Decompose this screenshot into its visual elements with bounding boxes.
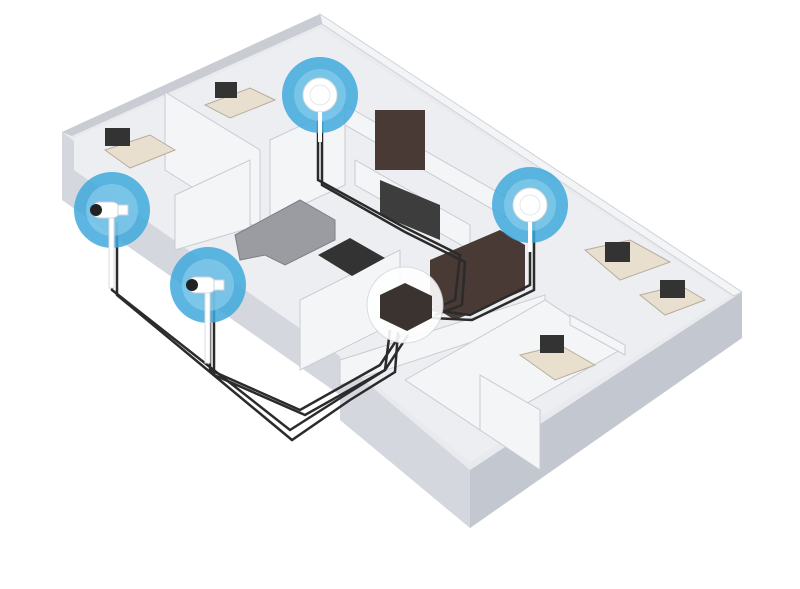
network-switch xyxy=(366,266,444,344)
access-point-device xyxy=(282,57,358,142)
camera-device xyxy=(170,247,246,364)
devices xyxy=(74,57,568,364)
sofa xyxy=(234,199,336,266)
network-cable xyxy=(431,218,536,322)
outer-wall-back-left xyxy=(62,14,322,136)
bullet-camera-icon xyxy=(186,276,225,364)
desk xyxy=(103,134,177,169)
network-switch-icon xyxy=(380,283,432,331)
monitor xyxy=(215,82,237,98)
tv xyxy=(380,180,440,240)
camera-device xyxy=(74,172,150,289)
network-cable xyxy=(115,222,400,442)
ceiling-access-point-icon xyxy=(302,77,338,142)
furniture xyxy=(103,82,707,381)
access-point-device xyxy=(492,167,568,252)
outer-wall-back-right xyxy=(319,12,743,297)
monitor xyxy=(540,335,564,353)
monitor xyxy=(605,242,630,262)
outer-wall-lower-wing xyxy=(340,360,470,528)
network-cable xyxy=(316,120,462,312)
ceiling-access-point-icon xyxy=(512,187,548,252)
bullet-camera-icon xyxy=(90,201,129,289)
cabinet xyxy=(375,110,425,170)
coffee-table xyxy=(318,238,385,276)
network-cable xyxy=(212,292,410,417)
monitor xyxy=(660,280,685,298)
network-cable xyxy=(320,122,467,317)
monitor xyxy=(105,128,130,146)
